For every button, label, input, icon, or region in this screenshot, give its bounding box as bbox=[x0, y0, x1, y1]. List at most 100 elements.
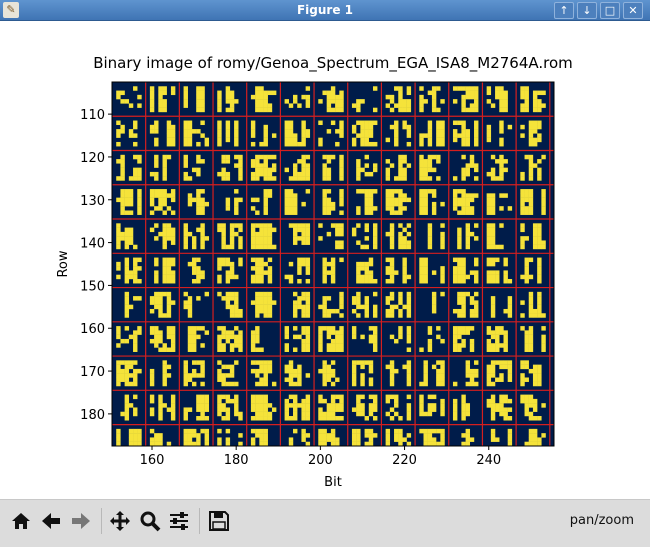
plot-frame bbox=[111, 81, 555, 447]
save-icon bbox=[209, 511, 229, 531]
back-button[interactable] bbox=[38, 508, 64, 534]
bit-pixel bbox=[524, 257, 529, 263]
bit-pixel bbox=[452, 193, 458, 198]
window-maximize-button[interactable]: □ bbox=[600, 2, 620, 19]
bit-pixel bbox=[301, 308, 306, 314]
bit-pixel bbox=[267, 364, 273, 370]
bit-pixel bbox=[250, 163, 256, 168]
bit-pixel bbox=[364, 296, 369, 301]
bit-pixel bbox=[229, 368, 235, 374]
bit-pixel bbox=[263, 291, 268, 297]
bit-pixel bbox=[225, 270, 231, 275]
window-down-button[interactable]: ↓ bbox=[577, 2, 597, 19]
bit-pixel bbox=[288, 141, 294, 147]
bit-pixel bbox=[541, 90, 546, 96]
bit-pixel bbox=[293, 291, 298, 297]
bit-pixel bbox=[486, 347, 492, 352]
bit-pixel bbox=[238, 159, 243, 164]
bit-pixel bbox=[322, 304, 327, 310]
bit-pixel bbox=[263, 227, 268, 233]
bit-pixel bbox=[436, 124, 441, 130]
zoom-button[interactable] bbox=[137, 508, 163, 534]
bit-pixel bbox=[229, 274, 235, 280]
bit-pixel bbox=[398, 416, 403, 421]
pan-button[interactable] bbox=[107, 508, 133, 534]
bit-pixel bbox=[149, 129, 155, 134]
bit-pixel bbox=[221, 407, 226, 412]
bit-pixel bbox=[166, 206, 172, 211]
bit-pixel bbox=[305, 441, 311, 447]
bit-pixel bbox=[217, 120, 222, 126]
bit-pixel bbox=[372, 231, 378, 237]
bit-pixel bbox=[372, 407, 378, 412]
bit-pixel bbox=[360, 304, 365, 310]
bit-pixel bbox=[204, 428, 210, 434]
bit-pixel bbox=[322, 360, 327, 365]
bit-pixel bbox=[372, 334, 378, 340]
bit-pixel bbox=[524, 107, 529, 113]
save-button[interactable] bbox=[206, 508, 232, 534]
bit-pixel bbox=[288, 278, 294, 284]
bit-pixel bbox=[339, 193, 344, 198]
bit-pixel bbox=[217, 343, 222, 348]
bit-pixel bbox=[267, 189, 273, 194]
bit-pixel bbox=[217, 377, 222, 382]
bit-pixel bbox=[406, 107, 412, 113]
bit-pixel bbox=[469, 296, 475, 301]
bit-pixel bbox=[524, 154, 529, 160]
bit-pixel bbox=[196, 154, 201, 160]
bit-pixel bbox=[389, 210, 395, 215]
heatmap-plot[interactable]: Binary image of romy/Genoa_Spectrum_EGA_… bbox=[0, 21, 650, 499]
bit-pixel bbox=[541, 326, 546, 331]
bit-pixel bbox=[339, 124, 344, 130]
bit-pixel bbox=[385, 167, 391, 173]
window-close-button[interactable]: ✕ bbox=[623, 2, 643, 19]
configure-subplots-button[interactable] bbox=[166, 508, 192, 534]
bit-pixel bbox=[440, 236, 445, 241]
bit-pixel bbox=[170, 330, 176, 335]
bit-pixel bbox=[351, 360, 357, 365]
bit-pixel bbox=[330, 403, 336, 408]
bit-pixel bbox=[330, 360, 336, 365]
bit-pixel bbox=[234, 300, 239, 305]
bit-pixel bbox=[465, 94, 471, 100]
bit-pixel bbox=[259, 274, 264, 280]
bit-pixel bbox=[503, 90, 508, 96]
bit-pixel bbox=[305, 394, 311, 400]
bit-pixel bbox=[263, 236, 268, 241]
bit-pixel bbox=[217, 223, 222, 228]
bit-pixel bbox=[238, 244, 243, 250]
bit-pixel bbox=[229, 308, 235, 314]
home-button[interactable] bbox=[8, 508, 34, 534]
bit-pixel bbox=[250, 133, 256, 138]
bit-pixel bbox=[431, 167, 437, 173]
bit-pixel bbox=[465, 107, 471, 113]
window-up-button[interactable]: ↑ bbox=[554, 2, 574, 19]
bit-pixel bbox=[297, 304, 302, 310]
bit-pixel bbox=[474, 120, 479, 126]
bit-pixel bbox=[440, 338, 445, 344]
bit-pixel bbox=[436, 326, 441, 331]
bit-pixel bbox=[385, 189, 391, 194]
forward-button[interactable] bbox=[68, 508, 94, 534]
bit-pixel bbox=[133, 120, 138, 126]
bit-pixel bbox=[293, 141, 298, 147]
bit-pixel bbox=[419, 154, 424, 160]
bit-pixel bbox=[158, 107, 163, 113]
bit-pixel bbox=[423, 197, 428, 203]
bit-pixel bbox=[255, 163, 260, 168]
bit-pixel bbox=[128, 129, 134, 134]
bit-pixel bbox=[495, 403, 500, 408]
bit-pixel bbox=[301, 411, 306, 417]
bit-pixel bbox=[402, 236, 407, 241]
bit-pixel bbox=[196, 433, 201, 438]
bit-pixel bbox=[162, 274, 167, 280]
figure-canvas[interactable]: Binary image of romy/Genoa_Spectrum_EGA_… bbox=[0, 21, 650, 499]
bit-pixel bbox=[465, 330, 471, 335]
bit-pixel bbox=[490, 154, 496, 160]
bit-pixel bbox=[124, 278, 130, 284]
bit-pixel bbox=[301, 141, 306, 147]
bit-pixel bbox=[339, 231, 344, 237]
bit-pixel bbox=[322, 433, 327, 438]
bit-pixel bbox=[356, 313, 361, 318]
